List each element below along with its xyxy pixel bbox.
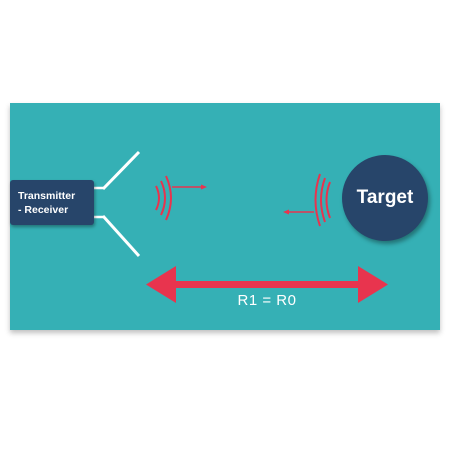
antenna-upper-arm — [101, 150, 141, 191]
target-label: Target — [356, 187, 414, 208]
outgoing-wave-arc-1 — [155, 185, 160, 211]
range-arrow-head-left — [146, 266, 176, 303]
receiver-label: - Receiver — [18, 203, 69, 216]
range-arrow — [146, 266, 388, 303]
antenna-lower-arm — [101, 214, 141, 258]
range-arrow-shaft — [170, 281, 366, 288]
transmitter-label: Transmitter — [18, 189, 76, 202]
outgoing-wave-arc-3 — [165, 175, 172, 221]
antenna — [94, 150, 141, 258]
return-wave-arc-3 — [314, 173, 321, 227]
transmitter-receiver-box: Transmitter - Receiver — [10, 180, 94, 225]
return-wave-arc-1 — [325, 181, 331, 219]
outgoing-arrow-head — [201, 184, 207, 190]
outgoing-wave-arc-2 — [160, 180, 166, 216]
range-label: R1 = R0 — [237, 292, 297, 309]
return-wave-arc-2 — [320, 177, 326, 223]
target-circle: Target — [342, 155, 428, 241]
return-arrow-head — [283, 209, 289, 215]
outgoing-wave — [155, 175, 207, 221]
return-wave — [283, 173, 331, 227]
range-arrow-head-right — [358, 266, 388, 303]
